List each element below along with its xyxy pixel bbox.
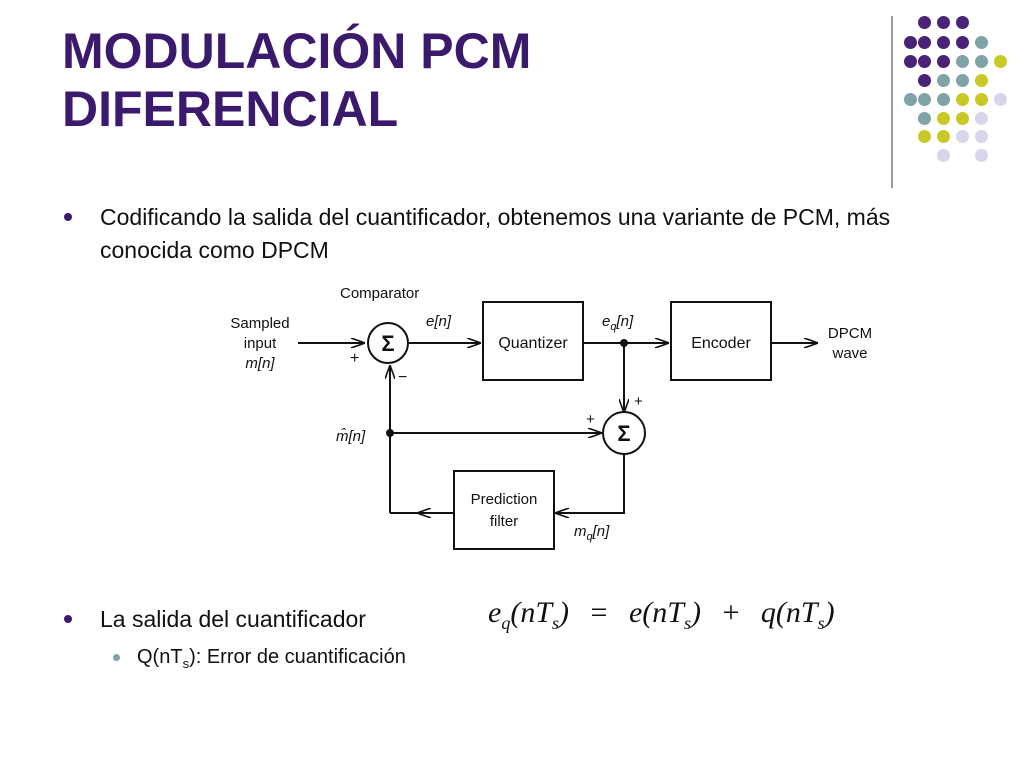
label-m-n: m[n] bbox=[245, 355, 275, 372]
dot bbox=[937, 130, 950, 143]
quantization-formula: eq(nTs) = e(nTs) + q(nTs) bbox=[488, 596, 860, 640]
dot bbox=[975, 149, 988, 162]
dot bbox=[994, 55, 1007, 68]
label-comparator: Comparator bbox=[340, 285, 419, 302]
formula-plus: + bbox=[722, 596, 740, 629]
formula-sub-s3: s bbox=[817, 613, 825, 633]
dot bbox=[937, 93, 950, 106]
formula-close2: ) bbox=[690, 596, 701, 629]
dot bbox=[918, 93, 931, 106]
formula-arg: (nT bbox=[510, 596, 553, 629]
bullet-marker bbox=[64, 615, 72, 623]
formula-sub-q: q bbox=[501, 613, 511, 633]
dot bbox=[975, 55, 988, 68]
dot bbox=[975, 112, 988, 125]
dot bbox=[975, 130, 988, 143]
dot bbox=[937, 112, 950, 125]
dot bbox=[994, 93, 1007, 106]
title-line-2: DIFERENCIAL bbox=[62, 81, 399, 137]
formula-e2: e bbox=[628, 596, 643, 629]
encoder-block bbox=[670, 301, 772, 381]
formula-q: q bbox=[760, 596, 776, 629]
dot bbox=[918, 16, 931, 29]
dot bbox=[956, 16, 969, 29]
decorative-dot-grid bbox=[904, 12, 1015, 172]
dot bbox=[918, 112, 931, 125]
dot bbox=[956, 112, 969, 125]
dot bbox=[918, 74, 931, 87]
junction-dot-top bbox=[620, 339, 628, 347]
label-input: input bbox=[244, 335, 277, 352]
formula-equals: = bbox=[590, 596, 608, 629]
adder-sigma: Σ bbox=[617, 421, 630, 446]
comparator-plus-sign: + bbox=[350, 350, 359, 367]
sub-bullet-suffix: ): Error de cuantificación bbox=[189, 646, 406, 668]
formula-close: ) bbox=[559, 596, 570, 629]
quantizer-block bbox=[482, 301, 584, 381]
label-dpcm: DPCM bbox=[828, 325, 872, 342]
title-line-1: MODULACIÓN PCM bbox=[62, 23, 532, 79]
dot bbox=[918, 130, 931, 143]
dot bbox=[937, 74, 950, 87]
comparator-minus-sign: − bbox=[398, 369, 407, 386]
dot bbox=[937, 36, 950, 49]
divider-line bbox=[891, 16, 893, 188]
label-quantizer: Quantizer bbox=[498, 335, 568, 352]
label-e-n: e[n] bbox=[426, 313, 452, 330]
dot bbox=[937, 16, 950, 29]
dot bbox=[904, 55, 917, 68]
dpcm-block-diagram: Comparator Sampled input m[n] Σ + − e[n]… bbox=[230, 285, 872, 550]
dot bbox=[956, 74, 969, 87]
adder-plus-top: + bbox=[634, 393, 643, 410]
dot bbox=[918, 36, 931, 49]
formula-e: e bbox=[488, 596, 502, 629]
label-eq-n: eq[n] bbox=[602, 313, 634, 333]
label-encoder: Encoder bbox=[691, 335, 751, 352]
dot bbox=[904, 36, 917, 49]
sub-bullet-text: Q(nTs): Error de cuantificación bbox=[137, 643, 406, 678]
dot bbox=[937, 149, 950, 162]
formula-arg2: (nT bbox=[642, 596, 684, 629]
label-wave: wave bbox=[831, 345, 867, 362]
comparator-sigma: Σ bbox=[381, 331, 394, 356]
label-prediction: Prediction bbox=[471, 491, 538, 508]
dot bbox=[937, 55, 950, 68]
sub-bullet-marker bbox=[113, 654, 120, 661]
formula-sub-s2: s bbox=[683, 613, 691, 633]
dot bbox=[904, 93, 917, 106]
bullet-marker bbox=[64, 213, 72, 221]
label-m-hat-n: m̂[n] bbox=[336, 428, 366, 445]
feedback-to-filter bbox=[556, 454, 625, 513]
sub-bullet-subscript: s bbox=[182, 656, 190, 671]
dot bbox=[956, 130, 969, 143]
sub-bullet-prefix: Q(nT bbox=[137, 646, 183, 668]
formula-arg3: (nT bbox=[775, 596, 818, 629]
formula-close3: ) bbox=[824, 596, 835, 629]
dot bbox=[975, 74, 988, 87]
dot bbox=[975, 36, 988, 49]
label-sampled: Sampled bbox=[230, 315, 289, 332]
bullet-text-1: Codificando la salida del cuantificador,… bbox=[100, 204, 891, 263]
label-filter: filter bbox=[490, 513, 518, 530]
junction-dot-left bbox=[386, 429, 394, 437]
label-mq-n: mq[n] bbox=[574, 523, 610, 543]
dot bbox=[956, 55, 969, 68]
dot bbox=[975, 93, 988, 106]
bullet-text-2: La salida del cuantificador bbox=[100, 606, 366, 632]
dot bbox=[918, 55, 931, 68]
formula-sub-s: s bbox=[552, 613, 560, 633]
adder-plus-left: + bbox=[586, 411, 595, 428]
dot bbox=[956, 93, 969, 106]
dot bbox=[956, 36, 969, 49]
slide-title: MODULACIÓN PCM DIFERENCIAL bbox=[62, 22, 531, 138]
prediction-filter-block bbox=[453, 470, 555, 550]
